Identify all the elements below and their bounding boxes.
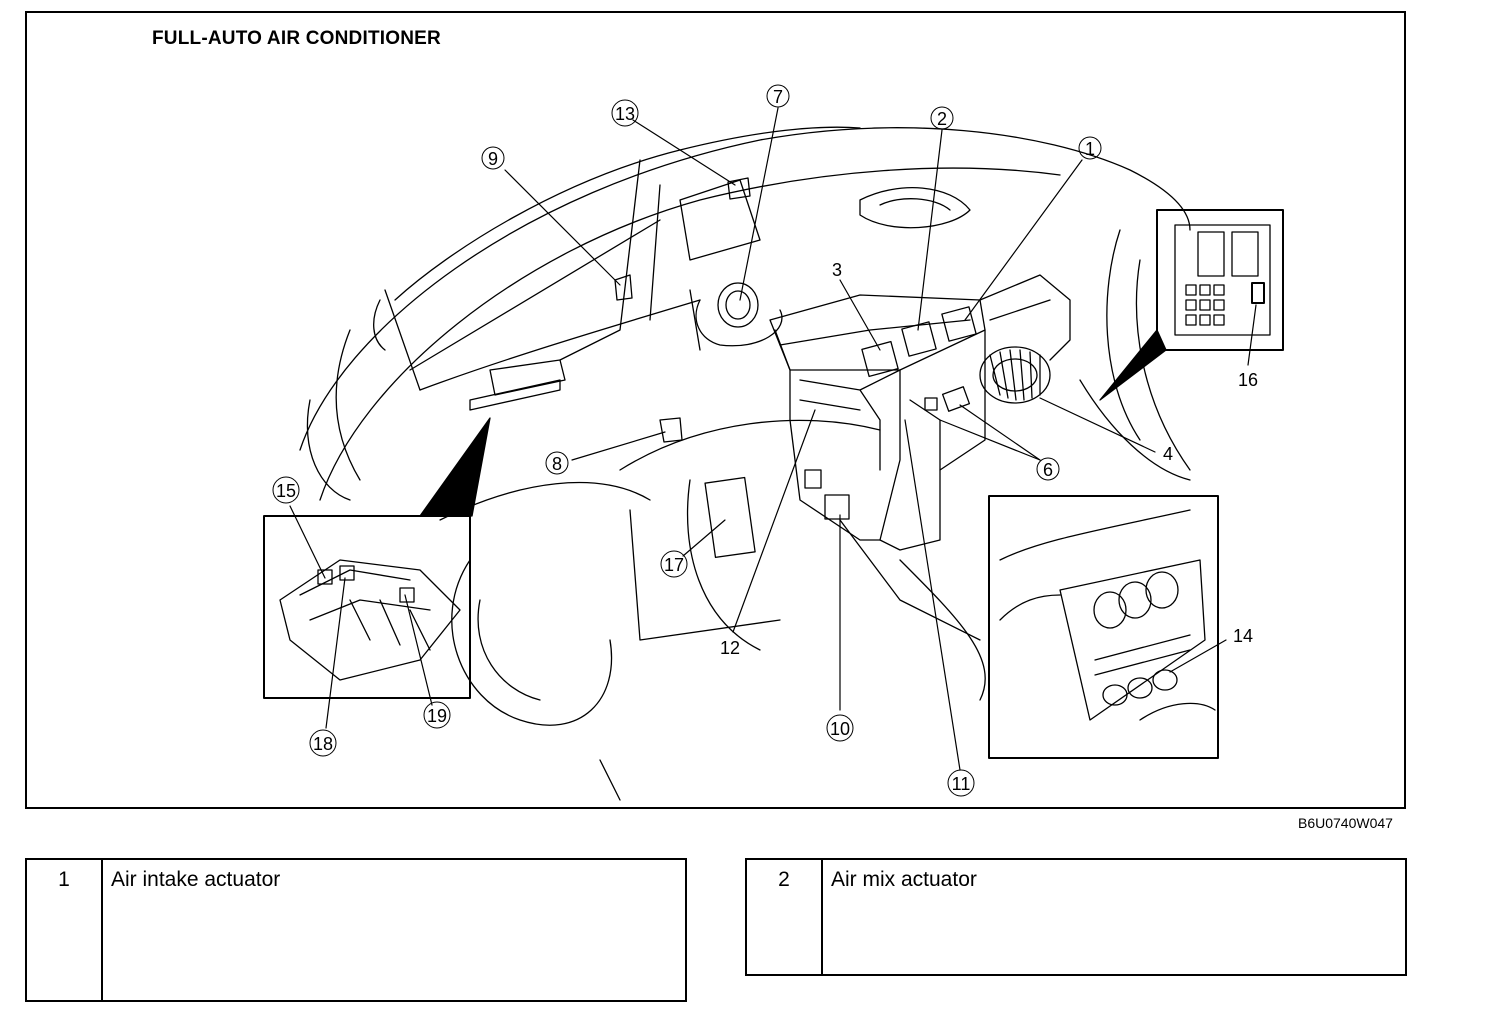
callout-10: 10	[830, 719, 850, 739]
vehicle-outline	[299, 126, 1191, 801]
callout-9: 9	[488, 149, 498, 169]
callout-18: 18	[313, 734, 333, 754]
inset-fuse-block	[263, 515, 471, 699]
blower-motor	[979, 274, 1071, 404]
callout-14: 14	[1233, 626, 1253, 646]
inset-pointer-relay	[1099, 329, 1167, 401]
fuse-block-art	[279, 559, 461, 681]
legend-row-2: 2 Air mix actuator	[745, 858, 1407, 976]
relay-panel-art	[1174, 224, 1271, 336]
callout-17: 17	[664, 555, 684, 575]
callout-2: 2	[937, 109, 947, 129]
callout-4: 4	[1163, 444, 1173, 464]
legend-number: 1	[27, 860, 103, 1000]
callout-13: 13	[615, 104, 635, 124]
callout-12: 12	[720, 638, 740, 658]
inset-climate-control	[988, 495, 1219, 759]
callout-7: 7	[773, 87, 783, 107]
hvac-unit	[689, 289, 986, 559]
legend-description: Air mix actuator	[831, 868, 977, 891]
callout-16: 16	[1238, 370, 1258, 390]
callout-1: 1	[1085, 139, 1095, 159]
leader-lines	[289, 107, 1257, 771]
legend-number: 2	[747, 860, 823, 974]
actuator-shapes	[614, 177, 977, 520]
diagram-title: FULL-AUTO AIR CONDITIONER	[152, 28, 441, 49]
callout-11: 11	[952, 774, 971, 794]
legend-row-1: 1 Air intake actuator	[25, 858, 687, 1002]
callout-19: 19	[427, 706, 447, 726]
climate-control-art	[999, 509, 1216, 721]
callout-6: 6	[1043, 460, 1053, 480]
inset-relay-panel	[1156, 209, 1284, 351]
figure-code: B6U0740W047	[1298, 815, 1393, 831]
callout-15: 15	[276, 481, 296, 501]
callout-circles	[272, 84, 1102, 797]
callout-3: 3	[832, 260, 842, 280]
callout-8: 8	[552, 454, 562, 474]
inset-pointer-fuse	[419, 417, 491, 517]
legend-description: Air intake actuator	[111, 868, 281, 891]
callout-labels: 1 2 3 4 6 7 8 9 10 11 12 13 14 15 16 17 …	[276, 87, 1258, 794]
